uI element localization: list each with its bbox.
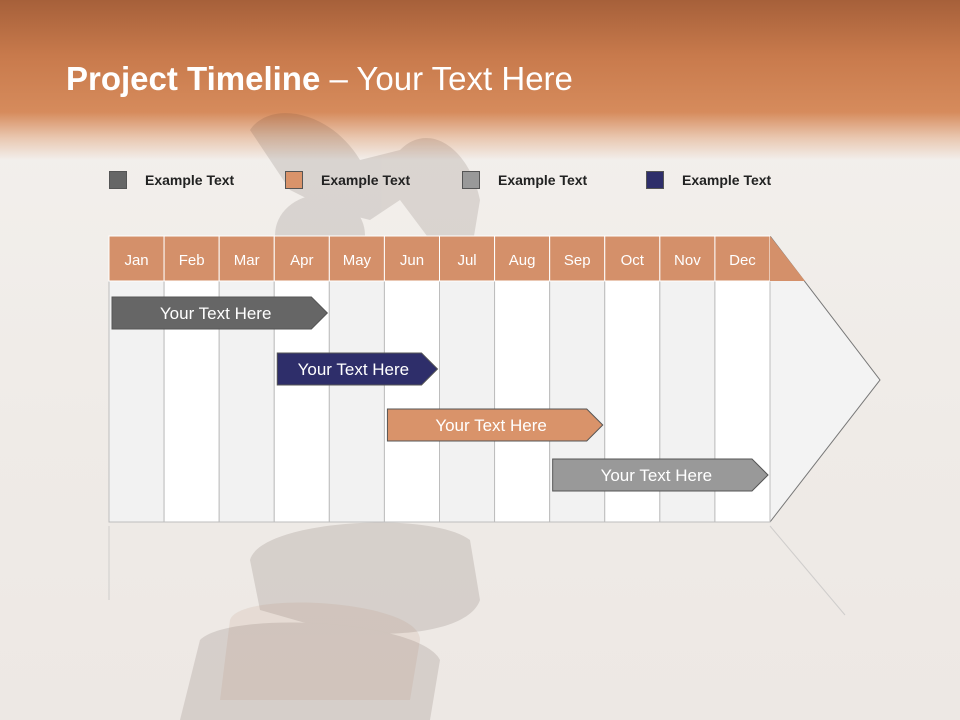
- task-bar-4: [552, 458, 769, 492]
- month-label-aug: Aug: [509, 252, 536, 269]
- legend-label: Example Text: [145, 172, 235, 188]
- month-header-cell: [108, 235, 165, 282]
- task-bar-label-3: Your Text Here: [435, 416, 547, 435]
- task-bar-label-2: Your Text Here: [298, 360, 410, 379]
- legend-swatch: [462, 171, 480, 189]
- task-bar-label-4: Your Text Here: [601, 466, 713, 485]
- month-header-cell: [328, 235, 385, 282]
- legend-label: Example Text: [321, 172, 411, 188]
- month-label-mar: Mar: [234, 252, 260, 269]
- month-label-feb: Feb: [179, 252, 205, 269]
- legend-swatch: [646, 171, 664, 189]
- task-bar-2: [276, 352, 439, 386]
- month-label-dec: Dec: [729, 252, 756, 269]
- month-label-oct: Oct: [621, 252, 645, 269]
- month-label-may: May: [343, 252, 372, 269]
- legend-item-2: Example Text: [285, 170, 410, 190]
- month-header-cell: [494, 235, 551, 282]
- month-header-cell: [604, 235, 661, 282]
- title-bold: Project Timeline: [66, 60, 321, 97]
- task-bar-1: [111, 296, 329, 330]
- month-column: [383, 280, 440, 523]
- month-header-cell: [549, 235, 606, 282]
- task-bar-3: [386, 408, 604, 442]
- title-rest: – Your Text Here: [320, 60, 573, 97]
- month-label-jul: Jul: [457, 252, 476, 269]
- month-column: [494, 280, 551, 523]
- task-bar-label-1: Your Text Here: [160, 304, 272, 323]
- month-header-cell: [218, 235, 275, 282]
- legend-item-1: Example Text: [109, 170, 234, 190]
- legend-item-3: Example Text: [462, 170, 587, 190]
- month-column: [328, 280, 385, 523]
- page-title: Project Timeline – Your Text Here: [66, 60, 573, 98]
- legend-label: Example Text: [682, 172, 772, 188]
- month-header-cell: [163, 235, 220, 282]
- legend-swatch: [285, 171, 303, 189]
- legend-swatch: [109, 171, 127, 189]
- legend-label: Example Text: [498, 172, 588, 188]
- month-label-apr: Apr: [290, 252, 313, 269]
- month-band-tip: [770, 236, 805, 281]
- month-column: [439, 280, 496, 523]
- month-header-cell: [273, 235, 330, 282]
- month-header-cell: [659, 235, 716, 282]
- month-header-cell: [383, 235, 440, 282]
- month-label-nov: Nov: [674, 252, 701, 269]
- month-label-jun: Jun: [400, 252, 424, 269]
- legend-item-4: Example Text: [646, 170, 771, 190]
- month-label-jan: Jan: [124, 252, 148, 269]
- timeline-reflection: [108, 525, 846, 616]
- header-band: [0, 0, 960, 160]
- month-label-sep: Sep: [564, 252, 591, 269]
- month-labels: Jan Feb Mar Apr May Jun Jul Aug Sep Oct Nov Dec: [124, 252, 756, 269]
- month-header-cell: [714, 235, 771, 282]
